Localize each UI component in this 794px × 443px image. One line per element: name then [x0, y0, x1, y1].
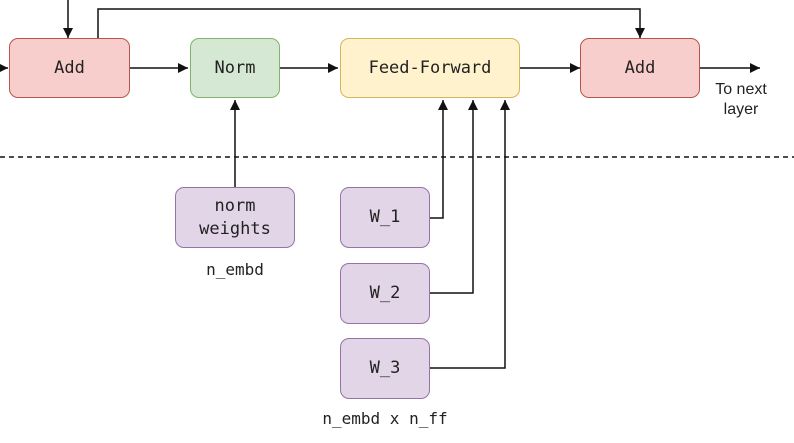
add-node-1: Add [9, 38, 130, 98]
feed-forward-node: Feed-Forward [340, 38, 520, 98]
norm-node: Norm [190, 38, 280, 98]
w1-node: W_1 [340, 187, 430, 248]
ffn-shape-label: n_embd x n_ff [322, 409, 448, 428]
w3-node: W_3 [340, 338, 430, 399]
add-node-2: Add [580, 38, 700, 98]
w2-arrow [430, 100, 478, 294]
w2-node: W_2 [340, 263, 430, 324]
w1-arrow [430, 100, 448, 219]
w3-arrow [430, 100, 510, 369]
norm-shape-label: n_embd [206, 260, 264, 279]
to-next-layer-label: To next layer [715, 81, 767, 118]
residual-arrow [97, 8, 645, 38]
norm-weights-node: norm weights [175, 187, 295, 248]
